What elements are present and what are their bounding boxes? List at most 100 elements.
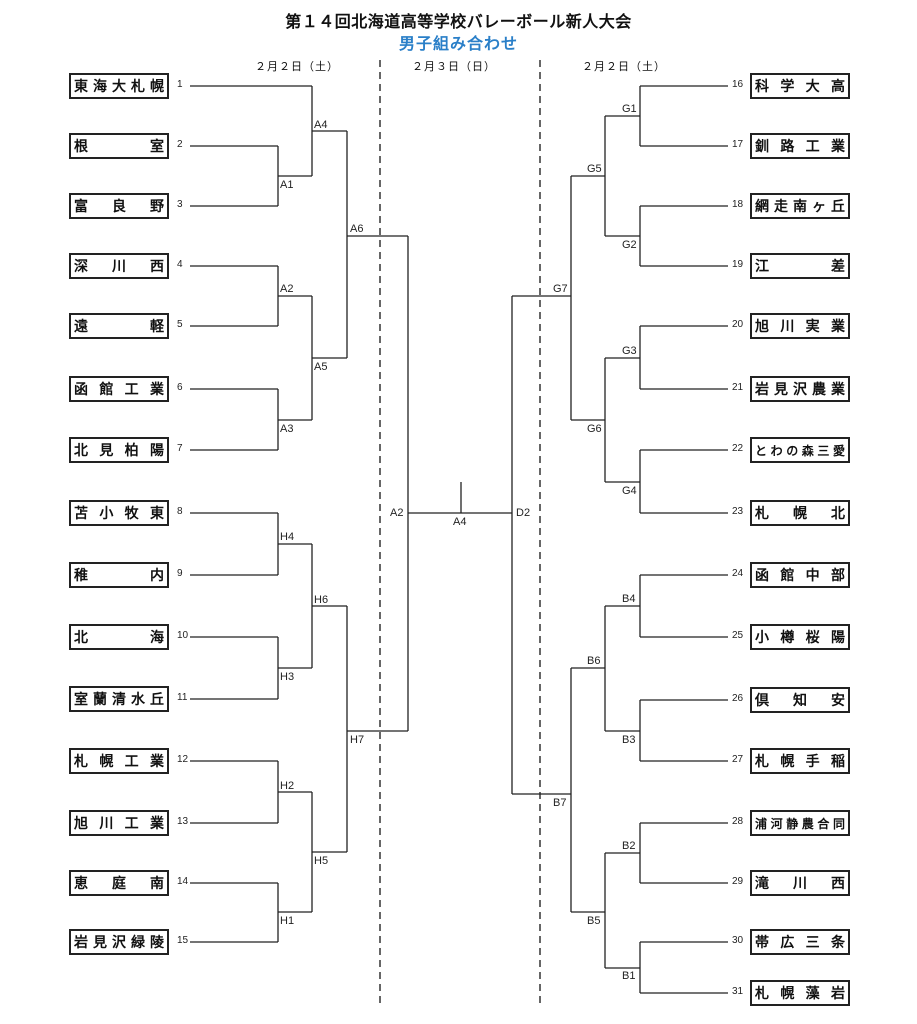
seed-number: 2	[177, 139, 183, 150]
team-box: 江差	[750, 253, 850, 279]
team-name: 北見柏陽	[74, 443, 164, 459]
match-label-final-right: D2	[516, 507, 531, 519]
seed-number: 20	[732, 319, 744, 330]
seed-number: 7	[177, 443, 183, 454]
match-label-h5: H5	[314, 855, 329, 867]
seed-number: 21	[732, 382, 744, 393]
seed-number: 10	[177, 630, 189, 641]
seed-number: 11	[177, 692, 188, 703]
team-name: 江差	[755, 259, 845, 275]
seed-number: 27	[732, 754, 744, 765]
team-box: 滝川西	[750, 870, 850, 896]
match-label-a5: A5	[314, 361, 328, 373]
seed-number: 6	[177, 382, 183, 393]
team-name: 函館中部	[755, 568, 845, 584]
seed-number: 23	[732, 506, 744, 517]
team-name: 旭川工業	[74, 816, 164, 832]
seed-number: 18	[732, 199, 744, 210]
seed-number: 1	[177, 79, 183, 90]
team-box: 富良野	[69, 193, 169, 219]
team-name: 倶知安	[755, 693, 845, 709]
match-label-b6: B6	[587, 655, 601, 667]
seed-number: 19	[732, 259, 744, 270]
team-name: 北海	[74, 630, 164, 646]
team-name: 室蘭清水丘	[74, 692, 164, 708]
match-label-b7: B7	[553, 797, 567, 809]
seed-number: 28	[732, 816, 744, 827]
team-box: 釧路工業	[750, 133, 850, 159]
team-name: 東海大札幌	[74, 79, 164, 95]
match-label-h4: H4	[280, 531, 295, 543]
match-label-a4: A4	[314, 119, 328, 131]
seed-number: 4	[177, 259, 183, 270]
match-label-b5: B5	[587, 915, 601, 927]
team-box: 苫小牧東	[69, 500, 169, 526]
match-label-b3: B3	[622, 734, 636, 746]
team-name: 岩見沢農業	[755, 382, 845, 398]
team-name: 深川西	[74, 259, 164, 275]
match-label-b2: B2	[622, 840, 636, 852]
team-box: 札幌工業	[69, 748, 169, 774]
match-label-h7: H7	[350, 734, 365, 746]
team-box: 恵庭南	[69, 870, 169, 896]
team-name: 恵庭南	[74, 876, 164, 892]
seed-number: 25	[732, 630, 744, 641]
match-label-final-center: A4	[453, 516, 467, 528]
team-name: 札幌北	[755, 506, 845, 522]
seed-number: 24	[732, 568, 744, 579]
team-box: 岩見沢緑陵	[69, 929, 169, 955]
match-label-a1: A1	[280, 179, 294, 191]
seed-number: 30	[732, 935, 744, 946]
team-name: とわの森三愛	[755, 443, 845, 458]
team-box: 岩見沢農業	[750, 376, 850, 402]
match-label-a6: A6	[350, 223, 364, 235]
team-box: 浦河静農合同	[750, 810, 850, 836]
seed-number: 31	[732, 986, 744, 997]
match-label-a3: A3	[280, 423, 294, 435]
team-name: 札幌手稲	[755, 754, 845, 770]
team-box: 遠軽	[69, 313, 169, 339]
match-label-g6: G6	[587, 423, 602, 435]
bracket-subtitle: 男子組み合わせ	[398, 34, 518, 53]
team-box: 東海大札幌	[69, 73, 169, 99]
team-name: 釧路工業	[755, 139, 845, 155]
seed-number: 5	[177, 319, 183, 330]
team-name: 札幌工業	[74, 754, 164, 770]
team-name: 根室	[74, 139, 164, 155]
team-name: 札幌藻岩	[755, 986, 845, 1002]
team-box: 函館工業	[69, 376, 169, 402]
team-box: 網走南ヶ丘	[750, 193, 850, 219]
team-box: 帯広三条	[750, 929, 850, 955]
seed-number: 17	[732, 139, 744, 150]
date-left: ２月２日（土）	[255, 60, 339, 73]
match-label-h1: H1	[280, 915, 295, 927]
team-box: 北見柏陽	[69, 437, 169, 463]
seed-number: 9	[177, 568, 183, 579]
date-right: ２月２日（土）	[582, 60, 666, 73]
team-box: とわの森三愛	[750, 437, 850, 463]
match-label-h2: H2	[280, 780, 295, 792]
team-box: 室蘭清水丘	[69, 686, 169, 712]
team-box: 札幌北	[750, 500, 850, 526]
team-name: 網走南ヶ丘	[755, 199, 845, 215]
match-label-b1: B1	[622, 970, 636, 982]
seed-number: 14	[177, 876, 189, 887]
team-box: 科学大高	[750, 73, 850, 99]
team-box: 根室	[69, 133, 169, 159]
team-name: 岩見沢緑陵	[74, 935, 164, 951]
seed-number: 3	[177, 199, 183, 210]
seed-number: 16	[732, 79, 744, 90]
team-name: 富良野	[74, 199, 164, 215]
match-label-g7: G7	[553, 283, 568, 295]
team-name: 函館工業	[74, 382, 164, 398]
team-box: 札幌藻岩	[750, 980, 850, 1006]
team-name: 帯広三条	[755, 935, 845, 951]
seed-number: 22	[732, 443, 744, 454]
match-label-a2: A2	[280, 283, 294, 295]
match-label-g1: G1	[622, 103, 637, 115]
team-box: 深川西	[69, 253, 169, 279]
match-label-g5: G5	[587, 163, 602, 175]
match-label-g4: G4	[622, 485, 637, 497]
team-box: 小樽桜陽	[750, 624, 850, 650]
